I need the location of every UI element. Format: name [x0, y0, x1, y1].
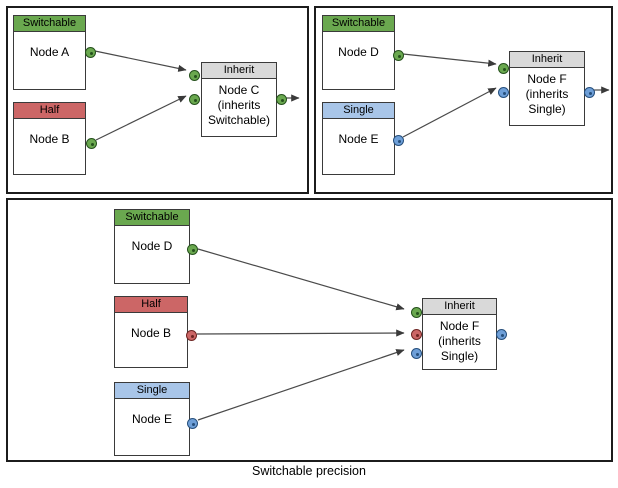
node-f-line-2: (inherits [525, 87, 569, 101]
node-d-precision-header: Switchable [323, 16, 394, 32]
node-f-precision-header: Inherit [510, 52, 584, 68]
node-b-bottom: Half Node B [114, 296, 188, 368]
node-c-precision-header: Inherit [202, 63, 276, 79]
node-c: Inherit Node C (inherits Switchable) [201, 62, 277, 137]
node-e-bottom-output-port-icon [187, 418, 198, 429]
node-f-bottom-output-port-icon [496, 329, 507, 340]
node-a: Switchable Node A [13, 15, 86, 90]
panel-top-right: Switchable Node D Single Node E Inherit … [314, 6, 613, 194]
edge-node-d-to-node-f-bottom [197, 248, 405, 311]
node-d-label: Node D [338, 45, 379, 59]
node-b: Half Node B [13, 102, 86, 175]
node-c-input-port-top-icon [189, 70, 200, 81]
figure-caption: Switchable precision [252, 464, 366, 478]
edge-node-b-to-node-f-bottom [196, 329, 405, 337]
node-c-line-1: Node C [218, 83, 260, 97]
node-c-line-2: (inherits [217, 98, 261, 112]
node-f-input-port-bottom-icon [498, 87, 509, 98]
node-f-input-port-top-icon [498, 63, 509, 74]
node-a-label: Node A [29, 45, 70, 59]
node-d-output-port-icon [393, 50, 404, 61]
node-d: Switchable Node D [322, 15, 395, 90]
node-f-label: Node F (inherits Single) [510, 68, 584, 117]
node-e-label: Node E [338, 132, 379, 146]
node-b-bottom-label: Node B [130, 326, 172, 340]
node-a-output-port-icon [85, 47, 96, 58]
node-e-bottom-label: Node E [131, 412, 173, 426]
node-f-bottom-input-port-bottom-icon [411, 348, 422, 359]
panel-top-left: Switchable Node A Half Node B Inherit No… [6, 6, 309, 194]
node-e-precision-header: Single [323, 103, 394, 119]
node-d-bottom-precision-header: Switchable [115, 210, 189, 226]
node-e-bottom-precision-header: Single [115, 383, 189, 399]
node-f-bottom-input-port-middle-icon [411, 329, 422, 340]
node-b-precision-header: Half [14, 103, 85, 119]
node-b-bottom-output-port-icon [186, 330, 197, 341]
edge-node-e-to-node-f-bottom [197, 349, 405, 421]
node-f-line-1: Node F [527, 72, 567, 86]
node-b-output-port-icon [86, 138, 97, 149]
node-e: Single Node E [322, 102, 395, 175]
node-f-bottom-line-2: (inherits [438, 334, 481, 348]
node-f-line-3: Single) [528, 102, 566, 116]
node-c-label: Node C (inherits Switchable) [202, 79, 276, 128]
node-c-input-port-bottom-icon [189, 94, 200, 105]
node-c-output-port-icon [276, 94, 287, 105]
edge-node-e-to-node-f [402, 87, 497, 138]
node-b-bottom-precision-header: Half [115, 297, 187, 313]
node-f-bottom-line-1: Node F [439, 319, 480, 333]
node-f-bottom-line-3: Single) [440, 349, 479, 363]
panel-bottom: Switchable Node D Half Node B Single Nod… [6, 198, 613, 462]
node-f-bottom-input-port-top-icon [411, 307, 422, 318]
edge-node-a-to-node-c [94, 50, 187, 72]
node-f-bottom: Inherit Node F (inherits Single) [422, 298, 497, 370]
node-f-bottom-label: Node F (inherits Single) [423, 315, 496, 364]
node-f: Inherit Node F (inherits Single) [509, 51, 585, 126]
edge-node-d-to-node-f [402, 53, 497, 67]
node-d-bottom-label: Node D [131, 239, 173, 253]
edge-node-b-to-node-c [95, 95, 187, 141]
node-e-output-port-icon [393, 135, 404, 146]
node-f-bottom-precision-header: Inherit [423, 299, 496, 315]
node-b-label: Node B [29, 132, 70, 146]
node-c-line-3: Switchable) [207, 113, 271, 127]
node-a-precision-header: Switchable [14, 16, 85, 32]
node-f-output-port-icon [584, 87, 595, 98]
node-d-bottom-output-port-icon [187, 244, 198, 255]
